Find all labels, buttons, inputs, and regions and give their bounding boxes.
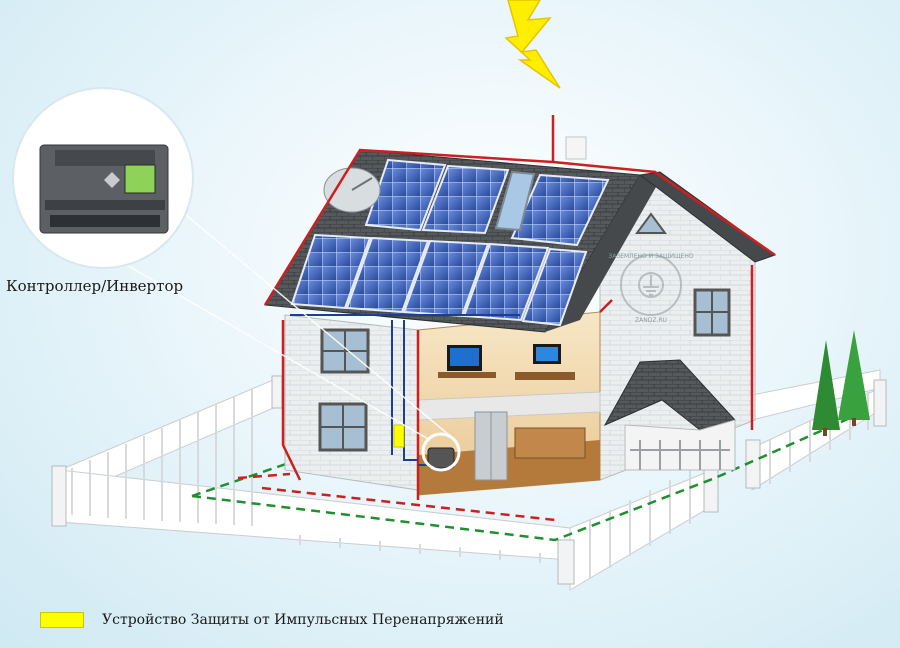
legend-swatch	[40, 612, 84, 628]
satellite-dish-icon	[323, 167, 381, 213]
lightning-bolt-icon	[504, 0, 561, 89]
solar-panels	[290, 158, 610, 327]
controller-label: Контроллер/Инвертор	[6, 277, 184, 295]
legend-label: Устройство Защиты от Импульсных Перенапр…	[102, 612, 504, 628]
trees	[812, 330, 870, 436]
lightning-conductor	[263, 115, 776, 500]
surge-protector	[393, 424, 405, 448]
grounding-badge	[620, 254, 682, 316]
ground-symbol-icon	[638, 272, 664, 298]
skylight	[494, 170, 536, 232]
inverter-box	[427, 447, 455, 469]
legend: Устройство Защиты от Импульсных Перенапр…	[40, 612, 504, 628]
plc-controller-icon	[39, 144, 169, 234]
badge-text-bottom: ZANDZ.RU	[635, 317, 667, 324]
chimney	[565, 136, 587, 160]
badge-text-top: ЗАЗЕМЛЕНО И ЗАЩИЩЕНО	[608, 253, 693, 260]
